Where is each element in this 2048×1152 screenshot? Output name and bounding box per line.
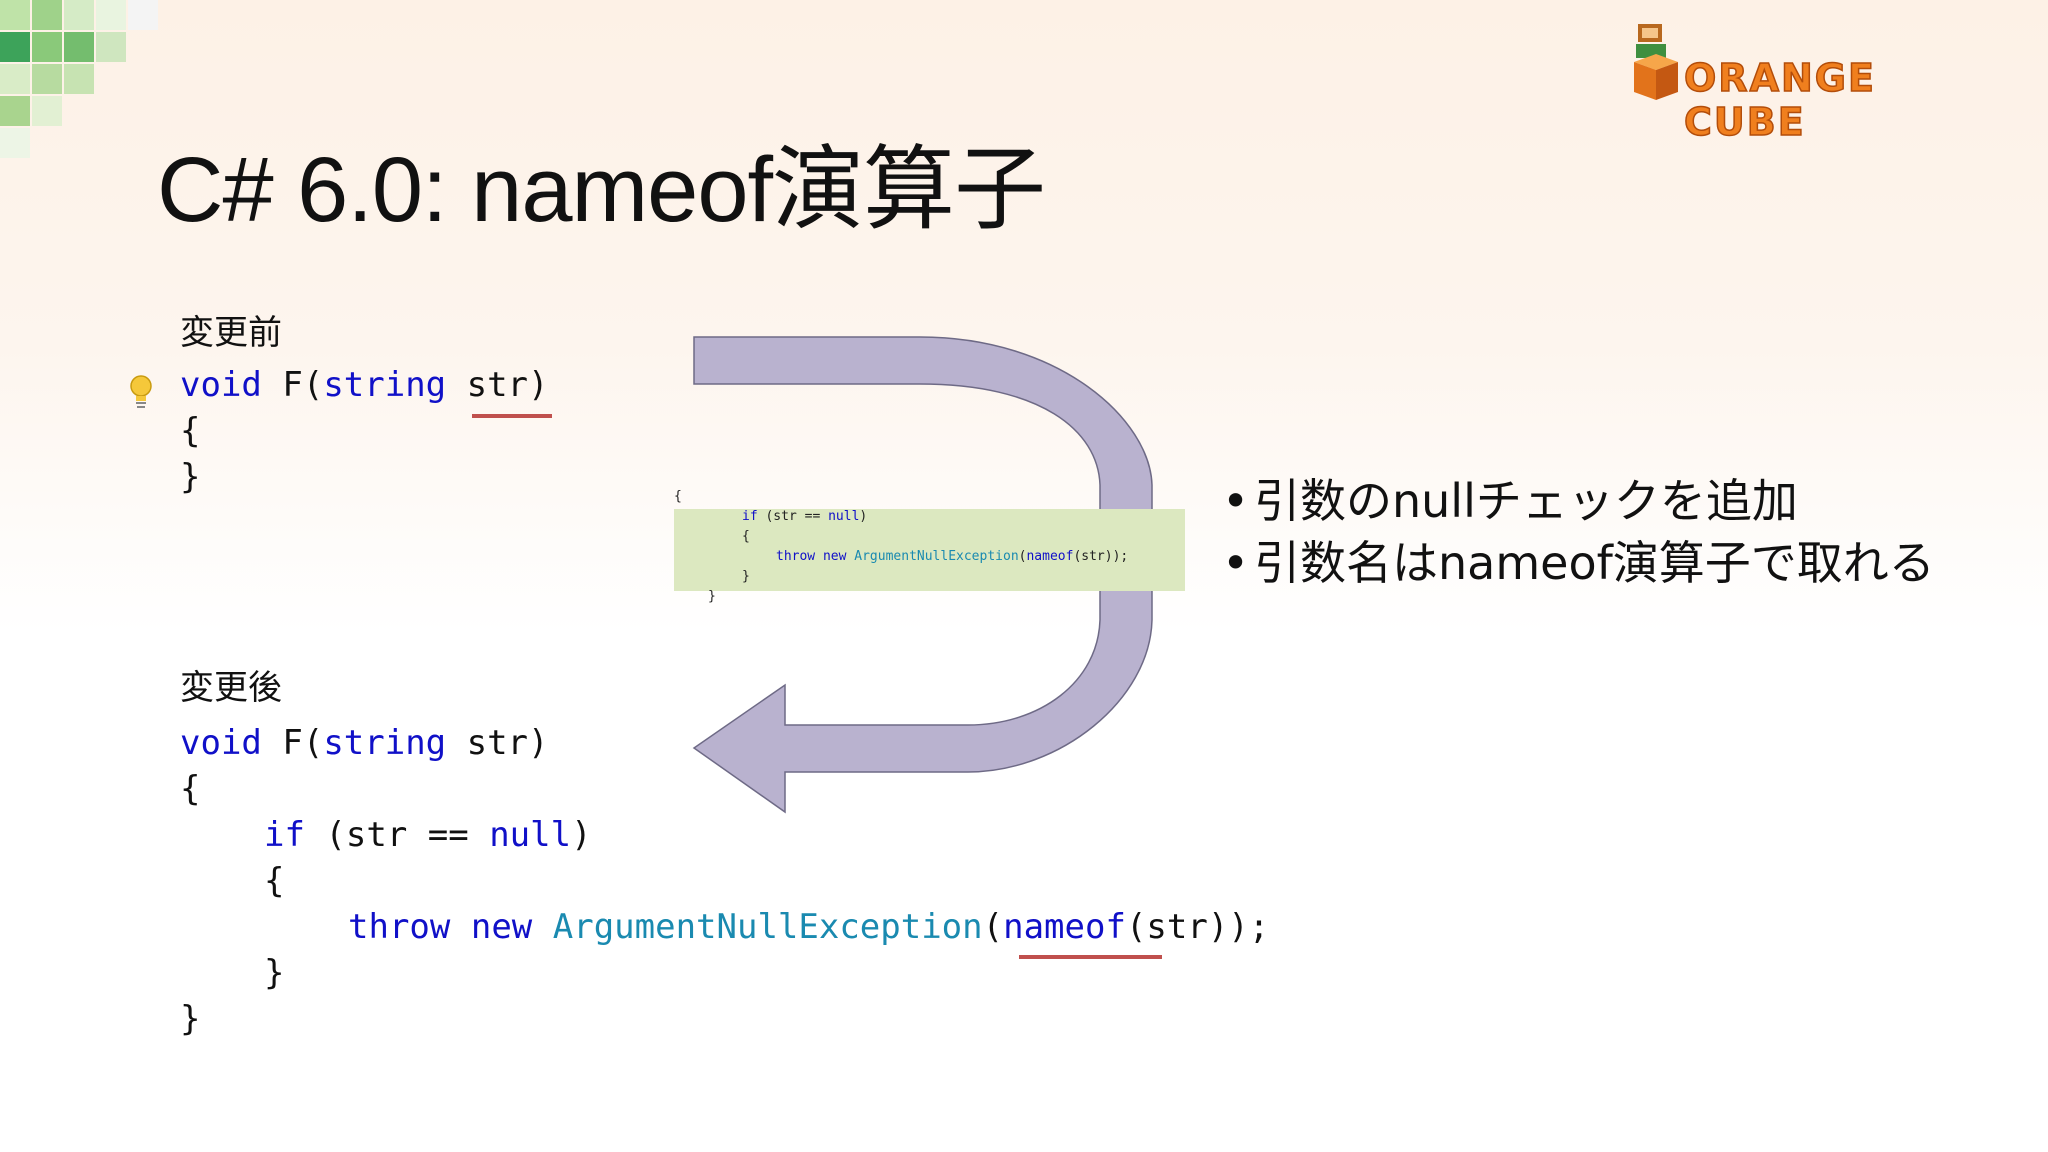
after-label: 変更後 (180, 668, 282, 708)
mosaic-tile (0, 32, 30, 62)
code-text: F( (261, 723, 324, 763)
code-text: ( (982, 907, 1004, 947)
code-text: str) (446, 365, 549, 405)
orange-cube-logo: ORANGE CUBE (1630, 20, 2000, 145)
code-snippet-thumbnail: { if (str == null) { throw new ArgumentN… (670, 487, 1185, 604)
mosaic-tile (0, 64, 30, 94)
code-line: } (180, 999, 201, 1039)
code-line: { (264, 861, 285, 901)
keyword-new: new (470, 907, 533, 947)
mosaic-tile (0, 0, 30, 30)
snippet-type: ArgumentNullException (854, 549, 1019, 564)
before-label: 変更前 (180, 313, 282, 353)
mosaic-tile (64, 0, 94, 30)
after-code-block: void F(string str) { if (str == null) { … (180, 720, 1320, 1050)
snippet-highlight-band (674, 509, 1185, 591)
keyword-throw: throw (348, 907, 451, 947)
code-line: } (264, 953, 285, 993)
snippet-keyword-new: new (822, 549, 847, 564)
type-argumentnullexception: ArgumentNullException (552, 907, 983, 947)
keyword-void: void (180, 723, 262, 763)
code-line: void F(string str) (180, 362, 549, 408)
slide-title: C# 6.0: nameof演算子 (157, 139, 1046, 241)
snippet-text: (str)); (1073, 549, 1129, 564)
snippet-line: if (str == null) (742, 507, 867, 527)
code-text: (str)); (1125, 907, 1270, 947)
snippet-text: ( (1018, 549, 1027, 564)
snippet-line: } (742, 569, 750, 584)
before-code-block: void F(string str) { } (180, 362, 680, 502)
keyword-null: null (489, 815, 572, 855)
code-text: (str == (304, 815, 490, 855)
mosaic-tile (96, 0, 126, 30)
snippet-line: { (674, 489, 682, 504)
snippet-line: } (708, 589, 716, 604)
mosaic-tile (0, 96, 30, 126)
mosaic-tile (32, 0, 62, 30)
code-line: { (180, 411, 201, 451)
code-text: F( (261, 365, 324, 405)
lightbulb-icon (130, 375, 152, 408)
code-line: { (180, 769, 201, 809)
snippet-keyword-if: if (742, 509, 758, 524)
explanation-bullets: 引数のnullチェックを追加 引数名はnameof演算子で取れる (1222, 470, 2012, 594)
snippet-keyword-nameof: nameof (1026, 549, 1074, 564)
snippet-line: { (742, 529, 750, 544)
corner-mosaic-decoration (0, 0, 158, 180)
cube-mascot-icon (1634, 24, 1678, 100)
bullet-item: 引数のnullチェックを追加 (1222, 470, 2012, 532)
nameof-underline (1019, 955, 1162, 959)
snippet-keyword-null: null (828, 509, 860, 524)
snippet-line: throw new ArgumentNullException(nameof(s… (776, 547, 1128, 567)
mosaic-tile (128, 0, 158, 30)
code-line: throw new ArgumentNullException(nameof(s… (348, 904, 1269, 950)
mosaic-tile (32, 32, 62, 62)
mosaic-tile (32, 64, 62, 94)
snippet-text: ) (859, 509, 868, 524)
code-text: str) (446, 723, 549, 763)
mosaic-tile (0, 128, 30, 158)
bullet-item: 引数名はnameof演算子で取れる (1222, 532, 2012, 594)
str-parameter-underline (472, 414, 552, 418)
code-line: void F(string str) (180, 720, 549, 766)
mosaic-tile (32, 96, 62, 126)
keyword-if: if (264, 815, 305, 855)
mosaic-tile (64, 32, 94, 62)
code-line: } (180, 457, 201, 497)
keyword-string: string (323, 365, 447, 405)
logo-text: ORANGE CUBE (1683, 55, 1876, 145)
code-line: if (str == null) (264, 812, 592, 858)
snippet-text: (str == (757, 509, 829, 524)
code-text: ) (571, 815, 592, 855)
keyword-string: string (323, 723, 447, 763)
keyword-void: void (180, 365, 262, 405)
mosaic-tile (64, 64, 94, 94)
keyword-nameof: nameof (1003, 907, 1126, 947)
mosaic-tile (96, 32, 126, 62)
snippet-keyword-throw: throw (776, 549, 816, 564)
